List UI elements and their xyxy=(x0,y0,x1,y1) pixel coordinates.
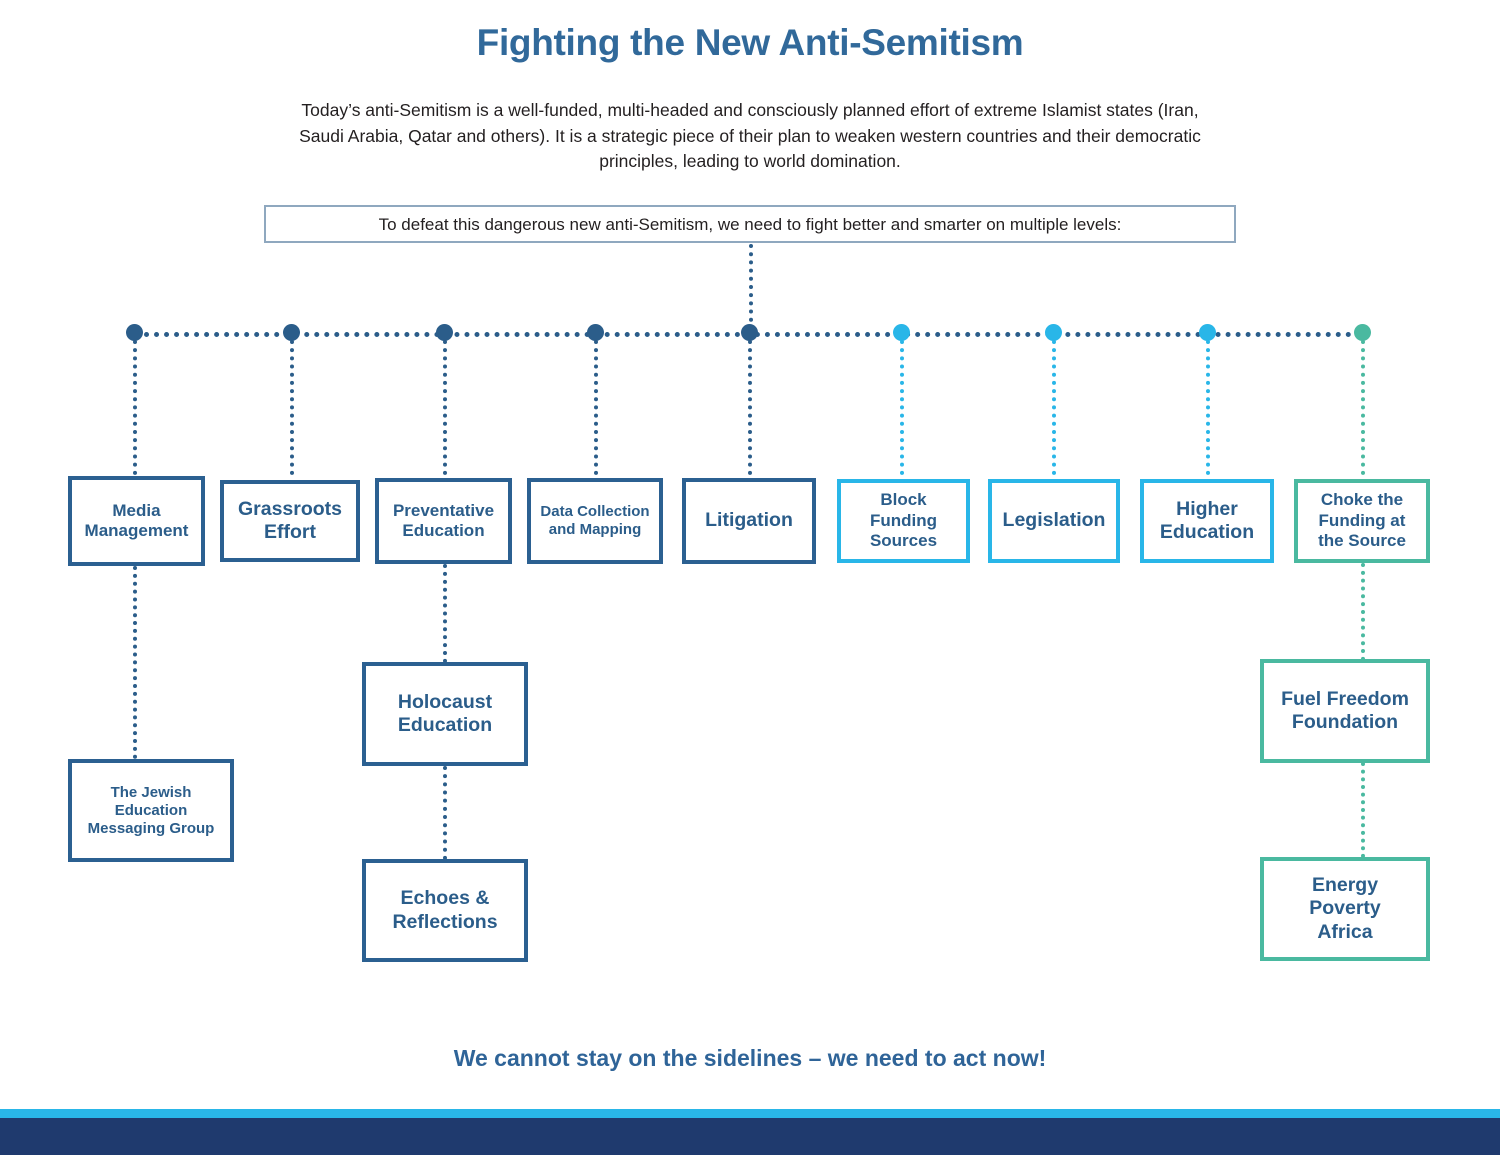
trunk-node-preventative-education xyxy=(436,324,453,341)
branch-box-litigation[interactable]: Litigation xyxy=(682,478,816,564)
trunk-node-legislation xyxy=(1045,324,1062,341)
footer-accent-bar-cyan xyxy=(0,1109,1500,1118)
footer-call-to-action: We cannot stay on the sidelines – we nee… xyxy=(453,1045,1047,1071)
trunk-node-grassroots-effort xyxy=(283,324,300,341)
branch-box-legislation[interactable]: Legislation xyxy=(988,479,1120,563)
trunk-node-litigation xyxy=(741,324,758,341)
connector-to-media-management xyxy=(133,340,137,475)
trunk-node-choke-funding xyxy=(1354,324,1371,341)
trunk-node-block-funding xyxy=(893,324,910,341)
trunk-node-data-collection xyxy=(587,324,604,341)
connector-fuel-freedom-foundation-to-energy-poverty-africa xyxy=(1361,762,1365,858)
footer-bar-navy xyxy=(0,1118,1500,1155)
sub-box-echoes-and-reflections[interactable]: Echoes &Reflections xyxy=(362,859,528,962)
intro-paragraph: Today’s anti-Semitism is a well-funded, … xyxy=(299,100,1201,172)
callout-box: To defeat this dangerous new anti-Semiti… xyxy=(264,205,1236,243)
connector-to-choke-funding xyxy=(1361,340,1365,475)
page-title: Fighting the New Anti-Semitism xyxy=(476,22,1024,63)
connector-to-preventative-education xyxy=(443,340,447,475)
connector-preventative-education-to-holocaust-education xyxy=(443,564,447,663)
trunk-node-media-management xyxy=(126,324,143,341)
connector-to-block-funding xyxy=(900,340,904,475)
connector-callout-to-trunk xyxy=(749,244,753,330)
connector-media-management-to-jewish-education-messaging-group xyxy=(133,566,137,759)
connector-to-higher-education xyxy=(1206,340,1210,475)
trunk-node-higher-education xyxy=(1199,324,1216,341)
callout-text: To defeat this dangerous new anti-Semiti… xyxy=(378,214,1122,234)
connector-to-data-collection xyxy=(594,340,598,475)
connector-holocaust-education-to-echoes-and-reflections xyxy=(443,766,447,860)
connector-to-legislation xyxy=(1052,340,1056,475)
connector-to-grassroots-effort xyxy=(290,340,294,475)
connector-to-litigation xyxy=(748,340,752,475)
connector-choke-funding-to-fuel-freedom-foundation xyxy=(1361,563,1365,661)
